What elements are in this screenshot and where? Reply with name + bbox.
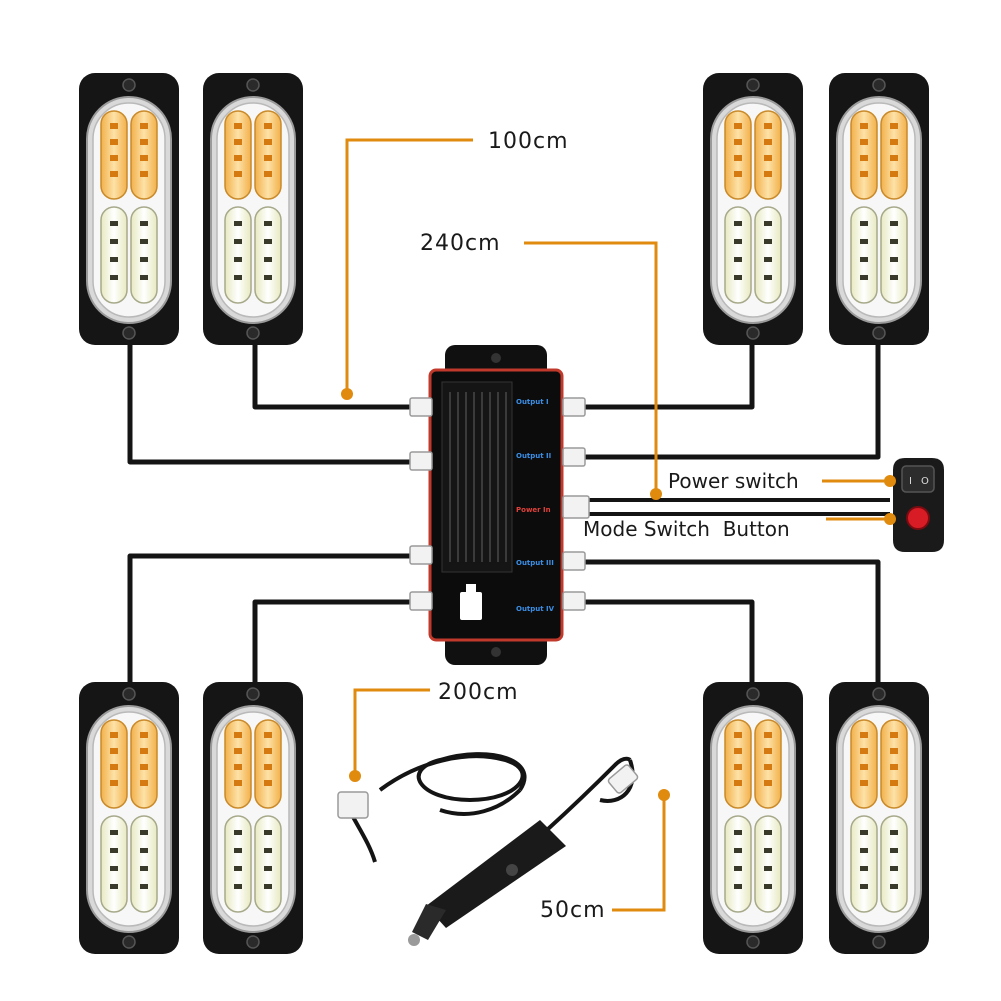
dimension-leaders: [345, 138, 890, 912]
led-light-bottom-2: [202, 681, 304, 955]
cable-lower-right-outer: [583, 559, 881, 682]
label-mode-switch-button: Mode Switch Button: [583, 517, 790, 541]
svg-text:O: O: [921, 476, 929, 487]
led-light-top-1: [78, 72, 180, 346]
cable-lower-right-inner: [583, 599, 755, 682]
label-50cm: 50cm: [540, 898, 606, 923]
cable-upper-left-outer: [127, 345, 418, 465]
cables: [127, 345, 890, 682]
rocker-switch: I O: [893, 458, 944, 552]
connectors: [409, 397, 590, 611]
controller-box: Output I Output II Power In Output III O…: [409, 345, 590, 665]
harness-connector: [337, 791, 369, 819]
led-light-top-2: [202, 72, 304, 346]
controller-logo-icon: [460, 584, 482, 620]
label-240cm: 240cm: [420, 231, 501, 256]
power-harness: [350, 752, 527, 863]
cable-upper-right-outer: [583, 345, 881, 460]
port-output-3: Output III: [516, 559, 554, 567]
leader-240cm: [524, 241, 658, 494]
svg-text:I: I: [909, 476, 912, 487]
label-200cm: 200cm: [438, 680, 519, 705]
leader-dots: [341, 388, 896, 801]
controller-port-labels: Output I Output II Power In Output III O…: [516, 398, 555, 613]
led-light-bottom-4: [828, 681, 930, 955]
port-output-4: Output IV: [516, 605, 555, 613]
leader-200cm: [353, 688, 430, 776]
cable-lower-left-outer: [127, 553, 418, 682]
led-light-top-3: [702, 72, 804, 346]
cable-upper-right-inner: [583, 345, 755, 410]
led-light-bottom-3: [702, 681, 804, 955]
port-output-1: Output I: [516, 398, 549, 406]
led-light-bottom-1: [78, 681, 180, 955]
cable-lower-left-inner: [252, 599, 418, 682]
led-light-top-4: [828, 72, 930, 346]
leader-50cm: [612, 795, 666, 912]
lighter-plug: [408, 756, 639, 946]
leader-100cm: [345, 138, 473, 394]
label-power-switch: Power switch: [668, 469, 799, 493]
cable-upper-left-inner: [252, 345, 418, 410]
label-100cm: 100cm: [488, 129, 569, 154]
port-power-in: Power In: [516, 506, 551, 514]
port-output-2: Output II: [516, 452, 551, 460]
mode-button-icon: [906, 506, 930, 530]
